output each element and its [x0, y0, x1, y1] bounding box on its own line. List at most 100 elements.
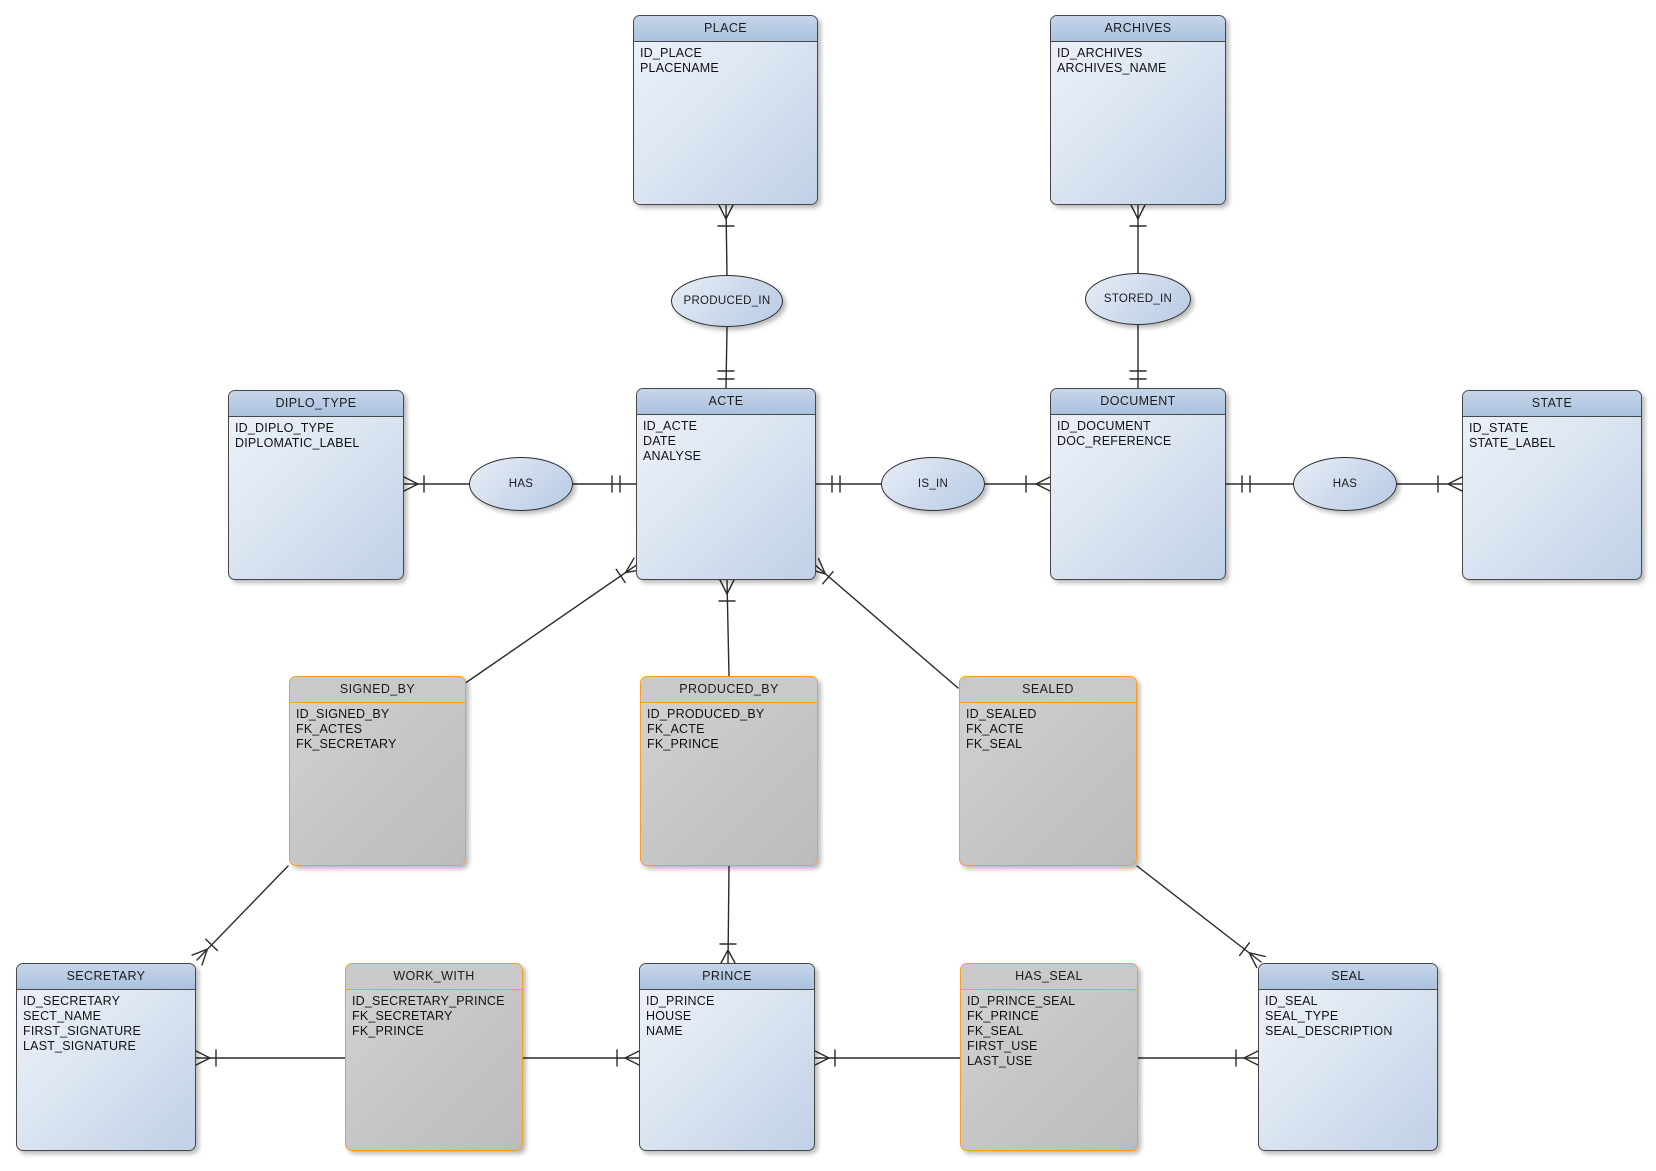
- attribute: FK_ACTE: [966, 722, 1024, 736]
- connector-has-state: [1396, 475, 1463, 493]
- attribute: ARCHIVES_NAME: [1057, 61, 1167, 75]
- entity-title: DIPLO_TYPE: [229, 391, 403, 417]
- attribute: ID_SECRETARY_PRINCE: [352, 994, 505, 1008]
- entity-title: SECRETARY: [17, 964, 195, 990]
- connector-produced_in-acte: [717, 326, 735, 389]
- attribute: FK_ACTES: [296, 722, 363, 736]
- attribute: FK_SEAL: [967, 1024, 1024, 1038]
- attribute: FK_SECRETARY: [352, 1009, 453, 1023]
- connector-signed_by-secretary: [191, 865, 289, 966]
- entity-title: PRODUCED_BY: [641, 677, 817, 703]
- attribute: FIRST_SIGNATURE: [23, 1024, 142, 1038]
- attribute: ID_SIGNED_BY: [296, 707, 390, 721]
- relationship-label: HAS: [508, 478, 534, 490]
- entity-title: SEALED: [960, 677, 1136, 703]
- attribute: ID_DOCUMENT: [1057, 419, 1151, 433]
- connector-produced_by-prince: [719, 865, 737, 964]
- attribute: FK_PRINCE: [967, 1009, 1039, 1023]
- connector-acte-signed_by: [463, 557, 643, 685]
- attribute: FK_SECRETARY: [296, 737, 397, 751]
- connector-document-has: [1225, 475, 1294, 493]
- relationship-label: PRODUCED_IN: [683, 295, 771, 307]
- entity-title: PLACE: [634, 16, 817, 42]
- attribute: ID_DIPLO_TYPE: [235, 421, 335, 435]
- attribute: ID_PRODUCED_BY: [647, 707, 765, 721]
- attribute: ID_SECRETARY: [23, 994, 121, 1008]
- entity-title: ARCHIVES: [1051, 16, 1225, 42]
- connector-has-acte: [572, 475, 637, 493]
- connector-has_seal-seal: [1137, 1049, 1259, 1067]
- connector-prince-has_seal: [814, 1049, 961, 1067]
- connector-is_in-document: [984, 475, 1051, 493]
- attribute: SEAL_TYPE: [1265, 1009, 1339, 1023]
- attribute: STATE_LABEL: [1469, 436, 1556, 450]
- attribute: FK_ACTE: [647, 722, 705, 736]
- attribute: SEAL_DESCRIPTION: [1265, 1024, 1393, 1038]
- attribute: FK_SEAL: [966, 737, 1023, 751]
- attribute: DOC_REFERENCE: [1057, 434, 1172, 448]
- connector-archives-stored_in: [1129, 204, 1147, 275]
- connector-sealed-seal: [1136, 865, 1266, 969]
- entity-title: PRINCE: [640, 964, 814, 990]
- relationship-label: HAS: [1332, 478, 1358, 490]
- attribute: NAME: [646, 1024, 683, 1038]
- attribute: PLACENAME: [640, 61, 719, 75]
- attribute: FIRST_USE: [967, 1039, 1038, 1053]
- relationship-is_in[interactable]: IS_IN: [881, 457, 985, 511]
- attribute: ID_SEALED: [966, 707, 1037, 721]
- entity-title: STATE: [1463, 391, 1641, 417]
- entity-title: SIGNED_BY: [290, 677, 465, 703]
- attribute: ID_PRINCE: [646, 994, 715, 1008]
- connector-stored_in-document: [1129, 324, 1147, 389]
- attribute: LAST_USE: [967, 1054, 1033, 1068]
- relationship-label: IS_IN: [917, 478, 949, 490]
- relationship-label: STORED_IN: [1103, 293, 1173, 305]
- connector-work_with-prince: [522, 1049, 640, 1067]
- entity-title: WORK_WITH: [346, 964, 522, 990]
- connector-place-produced_in: [717, 204, 735, 277]
- attribute: ID_STATE: [1469, 421, 1529, 435]
- relationship-stored_in[interactable]: STORED_IN: [1085, 273, 1191, 325]
- connector-acte-is_in: [815, 475, 882, 493]
- attribute: ANALYSE: [643, 449, 702, 463]
- attribute: ID_PLACE: [640, 46, 703, 60]
- entity-title: DOCUMENT: [1051, 389, 1225, 415]
- relationship-produced_in[interactable]: PRODUCED_IN: [671, 275, 783, 327]
- entity-title: SEAL: [1259, 964, 1437, 990]
- attribute: FK_PRINCE: [647, 737, 719, 751]
- attribute: FK_PRINCE: [352, 1024, 424, 1038]
- attribute: ID_PRINCE_SEAL: [967, 994, 1076, 1008]
- relationship-has_state[interactable]: HAS: [1293, 457, 1397, 511]
- attribute: HOUSE: [646, 1009, 692, 1023]
- attribute: DIPLOMATIC_LABEL: [235, 436, 360, 450]
- relationship-has_diplo[interactable]: HAS: [469, 457, 573, 511]
